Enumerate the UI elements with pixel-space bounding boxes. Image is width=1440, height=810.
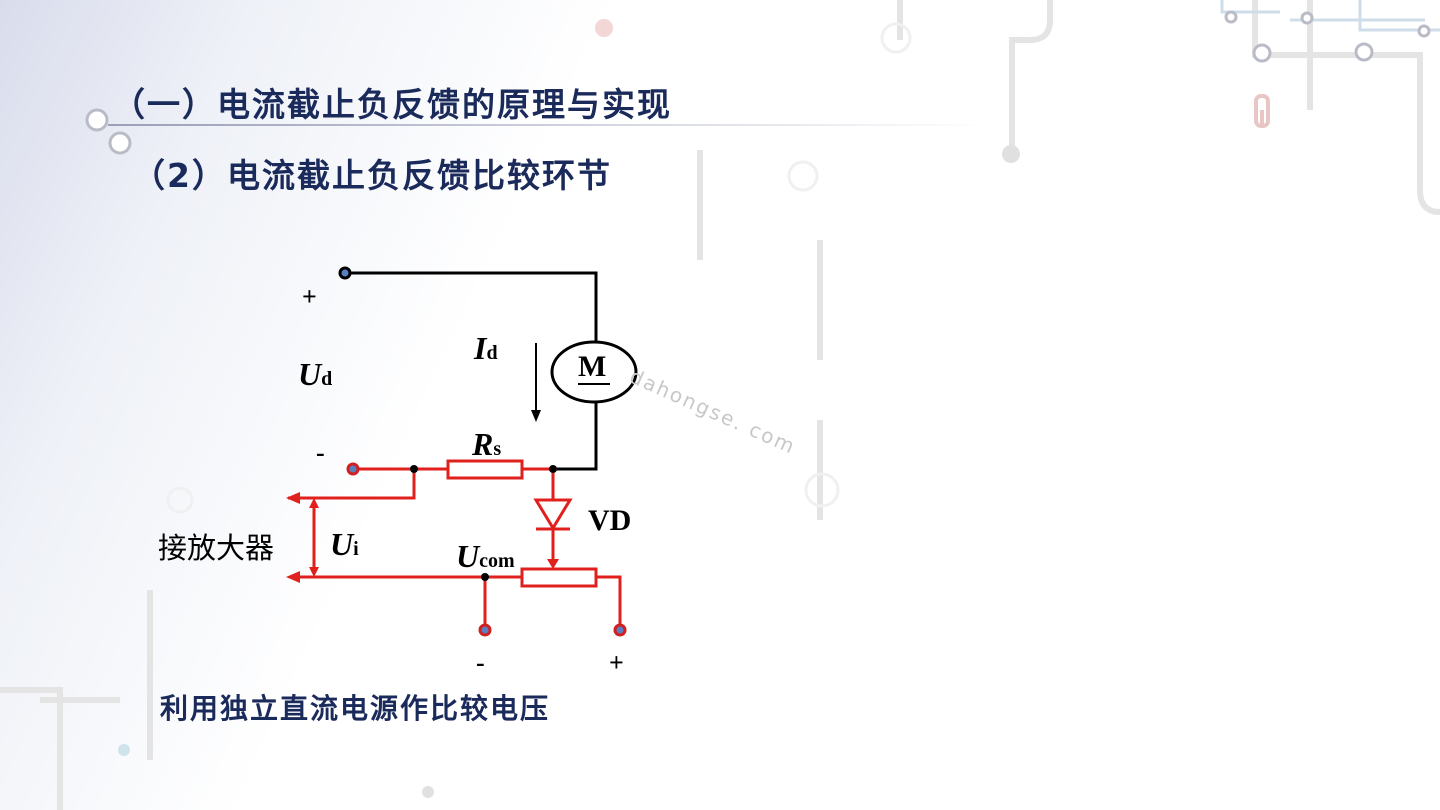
plus-bottom-label: + (609, 648, 624, 677)
id-label: Id (474, 330, 498, 366)
current-arrowhead (531, 410, 541, 422)
page-subtitle: （2）电流截止负反馈比较环节 (132, 156, 612, 195)
terminal-left (346, 462, 360, 476)
ui-label: Ui (330, 526, 359, 562)
black-wires (345, 271, 598, 471)
terminal-bottom-plus (613, 623, 627, 637)
terminals (338, 266, 627, 637)
ucom-label: Ucom (456, 538, 515, 574)
title-divider (108, 124, 988, 126)
motor-label: M (578, 350, 607, 383)
page-title: （一）电流截止负反馈的原理与实现 (112, 85, 672, 124)
minus-left-label: - (316, 438, 325, 467)
terminal-top (338, 266, 352, 280)
resistor-rs (446, 459, 524, 480)
caption: 利用独立直流电源作比较电压 (160, 692, 551, 725)
minus-bottom-label: - (476, 648, 485, 677)
terminal-bottom-minus (478, 623, 492, 637)
plus-top-label: + (302, 282, 317, 311)
vd-label: VD (588, 504, 632, 537)
motor-symbol (550, 340, 638, 404)
ud-label: Ud (298, 356, 333, 392)
amplifier-label: 接放大器 (158, 531, 275, 565)
rs-label: Rs (472, 426, 502, 462)
potentiometer-ucom (520, 567, 598, 588)
red-wires (298, 467, 622, 628)
diode-vd (533, 498, 573, 531)
